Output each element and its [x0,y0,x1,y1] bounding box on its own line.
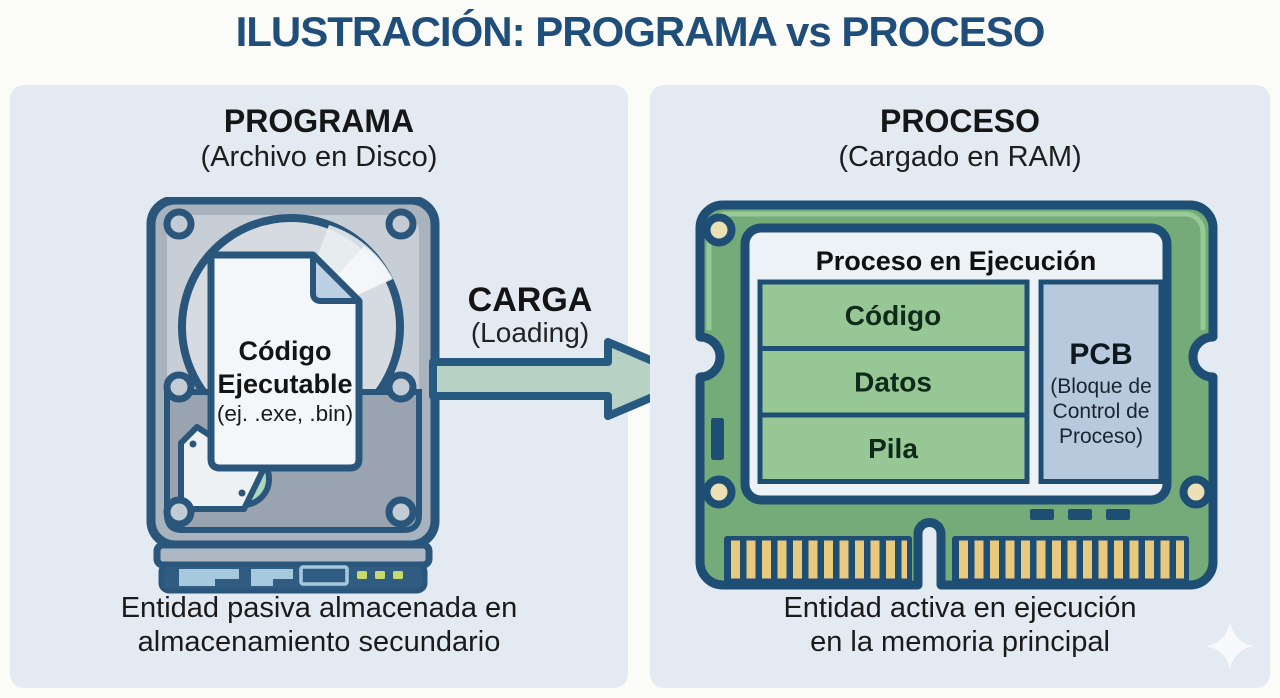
process-subheading: (Cargado en RAM) [838,141,1082,173]
segment-codigo-label: Código [845,300,941,331]
ram-panel-title: Proceso en Ejecución [816,246,1097,276]
sparkle-icon [1206,622,1254,670]
process-panel: PROCESO (Cargado en RAM) Proceso en Ejec… [650,85,1270,688]
pcb-block: PCB (Bloque de Control de Proceso) [1038,279,1164,484]
process-caption-line1: Entidad activa en ejecución [783,592,1137,624]
loading-label: (Loading) [470,317,590,348]
process-heading: PROCESO [879,103,1041,139]
program-heading: PROGRAMA [223,103,415,139]
program-caption-line1: Entidad pasiva almacenada en [120,592,518,624]
hdd-leds [357,571,403,579]
hdd-screws [163,208,417,528]
segment-pila-label: Pila [868,433,918,464]
pcb-sub-line2: Control de [1053,400,1150,423]
process-caption: Entidad activa en ejecución en la memori… [650,591,1270,659]
pcb-sub-line1: (Bloque de [1050,375,1152,398]
program-caption-line2: almacenamiento secundario [137,626,501,658]
hdd-connector-strip [153,541,433,594]
document-label-line2: Ejecutable [217,369,352,399]
program-subheading: (Archivo en Disco) [200,141,438,173]
ram-module-icon: Proceso en Ejecución Código Datos Pila P… [695,200,1218,590]
memory-segments: Código Datos Pila [757,279,1030,484]
pcb-title: PCB [1069,338,1132,371]
ram-edge-pins [724,536,1189,583]
pcb-sub-line3: Proceso) [1059,425,1143,448]
smd-components-bottom [1030,509,1130,520]
page-title: ILUSTRACIÓN: PROGRAMA vs PROCESO [235,8,1046,55]
executable-file-icon: Código Ejecutable (ej. .exe, .bin) [207,251,363,472]
document-label-line1: Código [239,336,332,366]
sata-connector-1 [179,569,239,586]
jumper-block [299,565,349,586]
ram-mounting-holes [702,213,1213,509]
program-caption: Entidad pasiva almacenada en almacenamie… [10,591,628,659]
segment-datos-label: Datos [854,367,932,398]
smd-component-left [711,418,724,460]
process-caption-line2: en la memoria principal [810,626,1110,658]
hard-disk-icon: Código Ejecutable (ej. .exe, .bin) [146,197,440,594]
program-panel: PROGRAMA (Archivo en Disco) [10,85,628,688]
document-label-line3: (ej. .exe, .bin) [217,401,353,426]
carga-label: CARGA [467,281,593,319]
sata-connector-2 [251,569,293,586]
